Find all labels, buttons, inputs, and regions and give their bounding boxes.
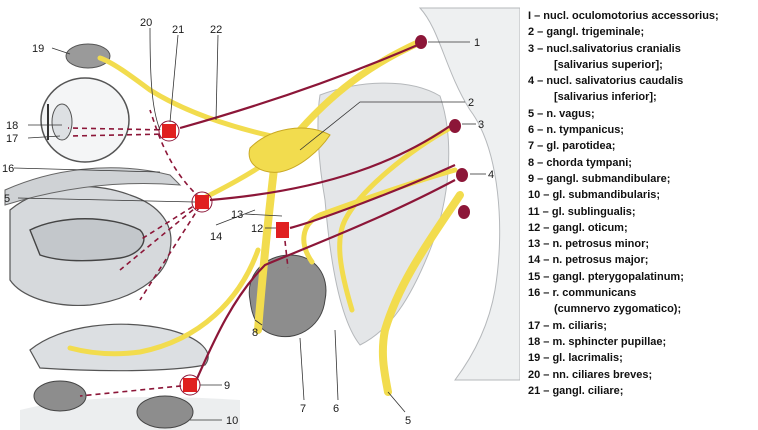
label-20: 20	[140, 17, 152, 29]
legend-item: 16 – r. communicans	[528, 285, 756, 301]
nucl-salivatorius-caudalis	[456, 168, 468, 182]
lens	[52, 104, 72, 140]
leader-22	[216, 35, 218, 120]
legend-item: I – nucl. oculomotorius accessorius;	[528, 8, 756, 24]
nucl-salivatorius-cranialis	[449, 119, 461, 133]
label-14: 14	[210, 231, 222, 243]
submandibular-to-gland	[80, 385, 190, 396]
leader-5	[388, 392, 405, 412]
label-1: 1	[474, 37, 480, 49]
label-3: 3	[478, 119, 484, 131]
legend-item: 7 – gl. parotidea;	[528, 138, 756, 154]
legend: I – nucl. oculomotorius accessorius; 2 –…	[528, 8, 756, 399]
legend-item: 14 – n. petrosus major;	[528, 252, 756, 268]
legend-item: 6 – n. tympanicus;	[528, 122, 756, 138]
legend-item: 19 – gl. lacrimalis;	[528, 350, 756, 366]
leader-6	[335, 330, 338, 400]
legend-item: 13 – n. petrosus minor;	[528, 236, 756, 252]
label-16: 16	[2, 163, 14, 175]
legend-item: 18 – m. sphincter pupillae;	[528, 334, 756, 350]
label-9: 9	[224, 380, 230, 392]
legend-item: 4 – nucl. salivatorius caudalis	[528, 73, 756, 89]
label-2: 2	[468, 97, 474, 109]
legend-item: 9 – gangl. submandibulare;	[528, 171, 756, 187]
label-10: 10	[226, 415, 238, 427]
eye	[41, 78, 129, 162]
tongue	[30, 324, 208, 370]
leader-21	[170, 35, 178, 122]
nucl-oculomotorius-accessorius	[415, 35, 427, 49]
label-19: 19	[32, 43, 44, 55]
legend-item: 3 – nucl.salivatorius cranialis	[528, 41, 756, 57]
leader-7	[300, 338, 304, 400]
legend-item: (cumnervo zygomatico);	[528, 301, 756, 317]
label-21: 21	[172, 24, 184, 36]
legend-item: 10 – gl. submandibularis;	[528, 187, 756, 203]
label-6: 6	[333, 403, 339, 415]
leader-13	[245, 214, 282, 216]
vagal-nucleus	[458, 205, 470, 219]
label-4: 4	[488, 169, 494, 181]
legend-item: 12 – gangl. oticum;	[528, 220, 756, 236]
lacrimal-gland	[66, 44, 110, 68]
pterygopalatine-ganglion	[195, 195, 209, 209]
label-22: 22	[210, 24, 222, 36]
leader-20	[150, 28, 160, 130]
legend-item: [salivarius inferior];	[528, 89, 756, 105]
label-13: 13	[231, 209, 243, 221]
legend-item: 17 – m. ciliaris;	[528, 318, 756, 334]
legend-item: [salivarius superior];	[528, 57, 756, 73]
submandibular-gland	[34, 381, 86, 411]
label-8: 8	[252, 327, 258, 339]
legend-item: 11 – gl. sublingualis;	[528, 204, 756, 220]
label-17: 17	[6, 133, 18, 145]
legend-item: 21 – gangl. ciliare;	[528, 383, 756, 399]
legend-item: 15 – gangl. pterygopalatinum;	[528, 269, 756, 285]
legend-item: 8 – chorda tympani;	[528, 155, 756, 171]
label-12: 12	[251, 223, 263, 235]
label-7: 7	[300, 403, 306, 415]
legend-item: 20 – nn. ciliares breves;	[528, 367, 756, 383]
autonomic-head-diagram: 1 2 3 4 5 6 7 8 9 10 12 13 14 5 16 17 18…	[0, 0, 520, 430]
otic-ganglion	[276, 222, 289, 238]
label-15: 5	[4, 193, 10, 205]
legend-item: 2 – gangl. trigeminale;	[528, 24, 756, 40]
label-18: 18	[6, 120, 18, 132]
label-5: 5	[405, 415, 411, 427]
legend-item: 5 – n. vagus;	[528, 106, 756, 122]
submandibular-ganglion	[183, 378, 197, 392]
nasal-concha	[30, 219, 144, 261]
sublingual-gland	[137, 396, 193, 428]
ciliary-ganglion	[162, 124, 176, 138]
